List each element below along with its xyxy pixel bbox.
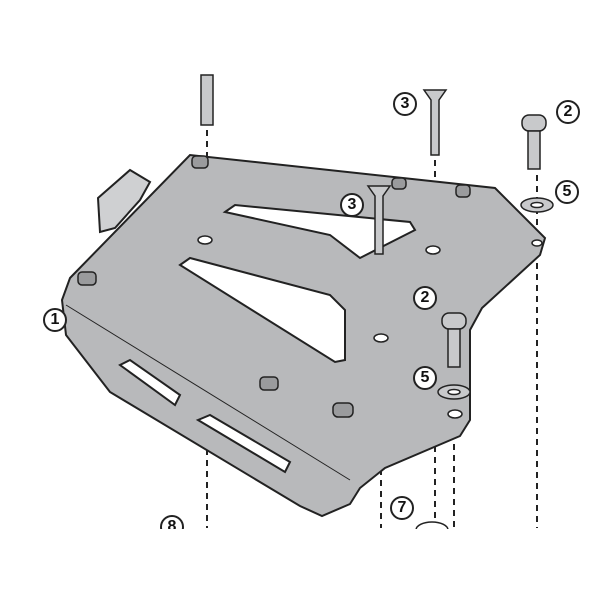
callout-bolt-top: 3: [393, 92, 417, 116]
callout-washer-plate: 5: [413, 366, 437, 390]
bolt-3-top: [422, 89, 448, 156]
screw-2-plate-shank: [447, 328, 461, 368]
callout-bolt-mid: 3: [340, 193, 364, 217]
callout-screw-right: 2: [556, 100, 580, 124]
screw-2-right-head: [521, 114, 547, 132]
callout-part-8: 8: [160, 515, 184, 529]
screw-2-right-shank: [527, 130, 541, 170]
callout-screw-plate: 2: [413, 286, 437, 310]
callout-part-7: 7: [390, 496, 414, 520]
fasteners: [200, 74, 554, 539]
screw-2-plate-head: [441, 312, 467, 330]
callout-part-8-clip: 8: [150, 515, 200, 529]
blank-margin: [0, 529, 605, 605]
bolt-3-mid: [366, 185, 392, 255]
bolt-top-left: [200, 74, 214, 126]
callout-washer-right: 5: [555, 180, 579, 204]
callout-plate: 1: [43, 308, 67, 332]
mounting-plate: [60, 153, 547, 518]
